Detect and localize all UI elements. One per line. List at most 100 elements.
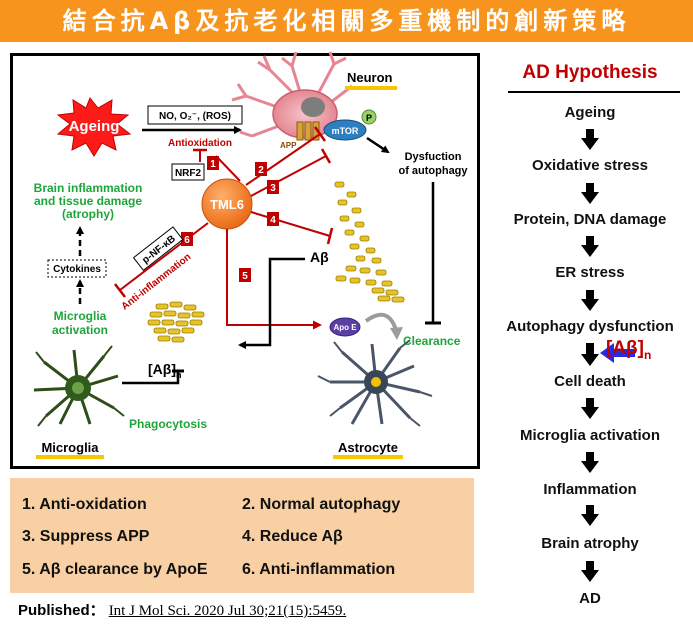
svg-text:1: 1 bbox=[210, 159, 216, 170]
apoe-label: Apo E bbox=[333, 323, 357, 332]
hyp-step-ad: AD bbox=[579, 590, 601, 607]
path-5-arrow bbox=[226, 229, 322, 330]
tml6-label: TML6 bbox=[210, 197, 244, 212]
badge-3: 3 bbox=[267, 180, 279, 194]
astrocyte-cell bbox=[317, 339, 433, 427]
svg-text:5: 5 bbox=[242, 271, 248, 282]
mtor-label: mTOR bbox=[332, 126, 359, 136]
svg-text:3: 3 bbox=[270, 183, 276, 194]
path-2-line bbox=[245, 133, 321, 186]
path-3-bar bbox=[320, 148, 332, 164]
badge-2: 2 bbox=[255, 162, 267, 176]
hyp-step-ageing: Ageing bbox=[564, 104, 616, 121]
path-4-line bbox=[250, 211, 331, 237]
ros-label: NO, O₂⁻, (ROS) bbox=[159, 111, 231, 122]
neuron-cell bbox=[231, 51, 353, 141]
abeta-n-annotation: [Aβ]n bbox=[606, 338, 652, 362]
path-6-line bbox=[119, 222, 209, 291]
microglia-nucleus bbox=[72, 382, 84, 394]
hyp-arrow-7 bbox=[581, 452, 599, 473]
hypothesis-rule bbox=[508, 91, 680, 93]
phospho-label: P bbox=[366, 113, 372, 123]
legend-item-2: 2. Normal autophagy bbox=[242, 496, 401, 513]
astrocyte-label: Astrocyte bbox=[338, 440, 398, 455]
abeta-label: Aβ bbox=[310, 249, 329, 265]
neuron-label: Neuron bbox=[347, 70, 393, 85]
brain-inflammation-line1: Brain inflammation bbox=[34, 181, 143, 195]
microglia-activation-line2: activation bbox=[52, 323, 108, 337]
hyp-arrow-9 bbox=[581, 561, 599, 582]
svg-text:2: 2 bbox=[258, 165, 264, 176]
phagocytosis-label: Phagocytosis bbox=[129, 417, 207, 431]
legend-item-4: 4. Reduce Aβ bbox=[242, 528, 343, 545]
hyp-arrow-1 bbox=[581, 129, 599, 150]
ageing-starburst: Ageing bbox=[56, 97, 132, 157]
abeta-aggregation-arrow bbox=[238, 257, 305, 349]
phospho-dot bbox=[361, 109, 377, 125]
published-reference-link[interactable]: Int J Mol Sci. 2020 Jul 30;21(15):5459. bbox=[108, 603, 347, 619]
svg-text:6: 6 bbox=[184, 235, 190, 246]
path-6-bar bbox=[114, 283, 126, 298]
nrf2-box bbox=[171, 163, 205, 181]
phagocytosis-line bbox=[122, 371, 180, 385]
legend-item-3: 3. Suppress APP bbox=[22, 528, 150, 545]
cytokines-box bbox=[47, 259, 107, 278]
hyp-arrow-4 bbox=[581, 290, 599, 311]
ros-box bbox=[147, 105, 243, 125]
hyp-step-microglia-activation: Microglia activation bbox=[519, 427, 661, 444]
app-label: APP bbox=[280, 141, 297, 150]
hyp-step-cell-death: Cell death bbox=[554, 373, 626, 390]
banner-title: 結合抗Aβ及抗老化相關多重機制的創新策略 bbox=[62, 7, 631, 35]
badge-1: 1 bbox=[207, 156, 219, 170]
hyp-arrow-5 bbox=[581, 343, 599, 366]
mtor-molecule bbox=[323, 119, 367, 141]
hyp-step-autophagy-dysfunction: Autophagy dysfunction bbox=[506, 318, 674, 335]
path-3-line bbox=[250, 155, 327, 197]
apoe-curved-arrow bbox=[364, 312, 398, 331]
hypothesis-header: AD Hypothesis bbox=[495, 62, 685, 84]
path-4-bar bbox=[326, 227, 334, 245]
hyp-arrow-2 bbox=[581, 183, 599, 204]
hyp-arrow-8 bbox=[581, 505, 599, 526]
autophagy-arrow bbox=[366, 136, 390, 154]
neuron-underline bbox=[345, 86, 397, 90]
path-2-bar bbox=[313, 126, 327, 142]
hyp-step-protein-dna-damage: Protein, DNA damage bbox=[513, 211, 667, 228]
hypothesis-title: AD Hypothesis bbox=[522, 62, 658, 83]
astrocyte-underline bbox=[333, 455, 403, 459]
title-banner: 結合抗Aβ及抗老化相關多重機制的創新策略 bbox=[0, 0, 693, 42]
apoe-molecule bbox=[329, 317, 361, 337]
abeta-particles bbox=[334, 181, 405, 303]
path-1-line bbox=[215, 155, 241, 182]
legend-item-6: 6. Anti-inflammation bbox=[242, 561, 396, 578]
abeta-plaque-cluster-left bbox=[147, 301, 205, 343]
badge-6: 6 bbox=[181, 232, 193, 246]
dysfunction-line1: Dysfuction bbox=[405, 151, 462, 163]
publication-citation: Published：Int J Mol Sci. 2020 Jul 30;21(… bbox=[18, 599, 346, 620]
hyp-step-brain-atrophy: Brain atrophy bbox=[541, 535, 639, 552]
badge-4: 4 bbox=[267, 212, 279, 226]
microglia-cell bbox=[33, 345, 125, 427]
microglia-label: Microglia bbox=[41, 440, 99, 455]
cytokines-label: Cytokines bbox=[53, 264, 101, 275]
badge-5: 5 bbox=[239, 268, 251, 282]
hyp-step-er-stress: ER stress bbox=[555, 264, 625, 281]
svg-text:4: 4 bbox=[270, 215, 276, 226]
blue-abeta-arrow bbox=[600, 343, 635, 363]
hyp-arrow-3 bbox=[581, 236, 599, 257]
apoe-curved-arrow-head bbox=[390, 327, 403, 340]
brain-inflammation-line3: (atrophy) bbox=[62, 207, 114, 221]
published-label: Published： bbox=[18, 602, 105, 619]
nrf2-label: NRF2 bbox=[175, 168, 202, 179]
antioxidation-label: Antioxidation bbox=[168, 138, 232, 149]
microglia-activation-line1: Microglia bbox=[54, 309, 107, 323]
legend-item-1: 1. Anti-oxidation bbox=[22, 496, 147, 513]
legend-item-5: 5. Aβ clearance by ApoE bbox=[22, 561, 208, 578]
ageing-label: Ageing bbox=[69, 118, 120, 135]
microglia-underline bbox=[36, 455, 104, 459]
hyp-step-oxidative-stress: Oxidative stress bbox=[532, 157, 648, 174]
brain-inflammation-line2: and tissue damage bbox=[34, 194, 142, 208]
clearance-label: Clearance bbox=[403, 334, 461, 348]
dysfunction-line2: of autophagy bbox=[398, 165, 468, 177]
